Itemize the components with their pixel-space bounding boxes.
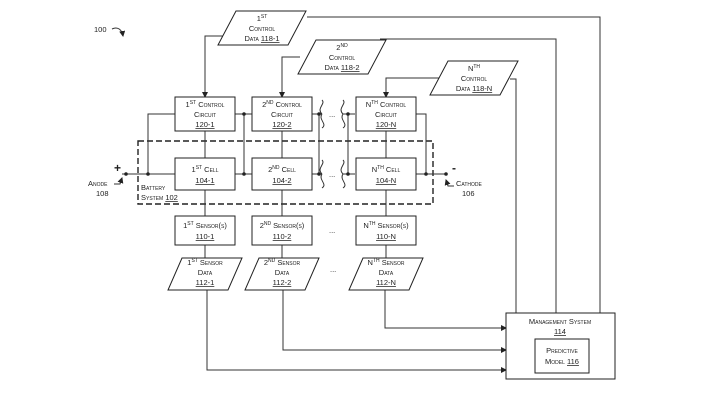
control-circuit-ref: 120-N xyxy=(376,120,396,129)
control-circuit-ref: 120-1 xyxy=(195,120,214,129)
ordinal-label: NTH Cell xyxy=(372,165,401,174)
cell-ref: 104-1 xyxy=(195,176,214,185)
sensor-data-ref: 112-2 xyxy=(273,278,292,287)
ordinal-label: NTH Sensor(s) xyxy=(363,221,409,230)
control-data-label: Control xyxy=(249,24,275,33)
ordinal-label: 1ST Cell xyxy=(192,165,219,174)
ref-line: Data 118-1 xyxy=(244,34,279,43)
ordinal-label: 2ND Control xyxy=(262,100,302,109)
sensor-ref: 110-N xyxy=(376,232,396,241)
sensor-data-ref: 112-1 xyxy=(196,278,215,287)
control-data-label: Control xyxy=(461,74,487,83)
ordinal-label: 1ST Control xyxy=(186,100,225,109)
parallelogram-shape xyxy=(297,39,387,75)
battery-system-label-2: System 102 xyxy=(141,193,178,202)
predictive-model-box xyxy=(534,338,590,374)
ellipsis-sensors: ... xyxy=(329,226,335,235)
cell-ref: 104-N xyxy=(376,176,396,185)
ordinal-label: 2ND Cell xyxy=(268,165,296,174)
control-data-label: Control xyxy=(329,53,355,62)
cell-box xyxy=(355,157,417,191)
ordinal-label: 2ND xyxy=(336,43,348,52)
ordinal-label: 2ND Sensor xyxy=(264,258,301,267)
cathode-label: Cathode xyxy=(456,179,483,188)
parallelogram-shape xyxy=(167,257,243,291)
predictive-model-label-2: Model 116 xyxy=(545,357,579,366)
ordinal-label: 2ND Sensor(s) xyxy=(260,221,305,230)
parallelogram-shape xyxy=(217,10,307,46)
anode-label: Anode xyxy=(88,179,108,188)
junction-dots xyxy=(124,112,448,176)
predictive-model-label: Predictive xyxy=(546,346,578,355)
cell-2: 2ND Cell 104-2 xyxy=(251,157,313,191)
sensor-data-label: Data xyxy=(379,268,394,277)
figure-label-arrow-icon xyxy=(111,27,126,37)
battery-system-label-1: Battery xyxy=(141,183,166,192)
sensor-data-label: Data xyxy=(198,268,213,277)
sensor-data-ref: 112-N xyxy=(376,278,396,287)
ordinal-label: NTH Sensor xyxy=(368,258,405,267)
bus-wires xyxy=(122,99,447,258)
cell-3: NTH Cell 104-N xyxy=(355,157,417,191)
ordinal-label: NTH xyxy=(468,64,480,73)
sensor-1: 1ST Sensor(s) 110-1 xyxy=(174,215,236,246)
control-circuit-box xyxy=(355,96,417,132)
ordinal-label: 1ST xyxy=(257,14,268,23)
anode-sign: + xyxy=(114,161,121,175)
control-data-wires xyxy=(202,16,601,313)
control-circuit-label: Circuit xyxy=(271,110,293,119)
sensor-data-wires xyxy=(206,290,507,373)
management-system-ref: 114 xyxy=(554,327,566,336)
sensor-box xyxy=(174,215,236,246)
sensor-ref: 110-2 xyxy=(273,232,292,241)
ellipsis-circuits: ... xyxy=(329,110,335,119)
parallelogram-shape xyxy=(429,60,519,96)
cell-1: 1ST Cell 104-1 xyxy=(174,157,236,191)
parallelogram-shape xyxy=(348,257,424,291)
control-circuit-box xyxy=(174,96,236,132)
management-system-label: Management System xyxy=(529,317,591,326)
anode-ref: 108 xyxy=(96,189,109,198)
ordinal-label: 1ST Sensor(s) xyxy=(183,221,227,230)
cell-box xyxy=(174,157,236,191)
sensor-box xyxy=(355,215,417,246)
ellipsis-cells: ... xyxy=(329,170,335,179)
sensor-2: 2ND Sensor(s) 110-2 xyxy=(251,215,313,246)
cathode-sign: - xyxy=(452,161,456,175)
control-circuit-ref: 120-2 xyxy=(272,120,291,129)
battery-system-boundary xyxy=(137,140,434,205)
control-circuit-label: Circuit xyxy=(194,110,216,119)
ref-line: Data 118-2 xyxy=(324,63,359,72)
control-circuit-label: Circuit xyxy=(375,110,397,119)
cathode-ref: 106 xyxy=(462,189,475,198)
anode-terminal: + Anode 108 xyxy=(88,161,124,198)
cell-ref: 104-2 xyxy=(272,176,291,185)
sensor-data-label: Data xyxy=(275,268,290,277)
cell-box xyxy=(251,157,313,191)
figure-label: 100 xyxy=(94,25,107,34)
cathode-terminal: - Cathode 106 xyxy=(444,161,483,198)
parallelogram-shape xyxy=(244,257,320,291)
ordinal-label: NTH Control xyxy=(366,100,407,109)
sensor-3: NTH Sensor(s) 110-N xyxy=(355,215,417,246)
ref-line: Data 118-N xyxy=(456,84,492,93)
control-circuit-box xyxy=(251,96,313,132)
ellipsis-sensor-data: ... xyxy=(330,265,336,274)
ordinal-label: 1ST Sensor xyxy=(187,258,223,267)
sensor-ref: 110-1 xyxy=(196,232,215,241)
sensor-box xyxy=(251,215,313,246)
